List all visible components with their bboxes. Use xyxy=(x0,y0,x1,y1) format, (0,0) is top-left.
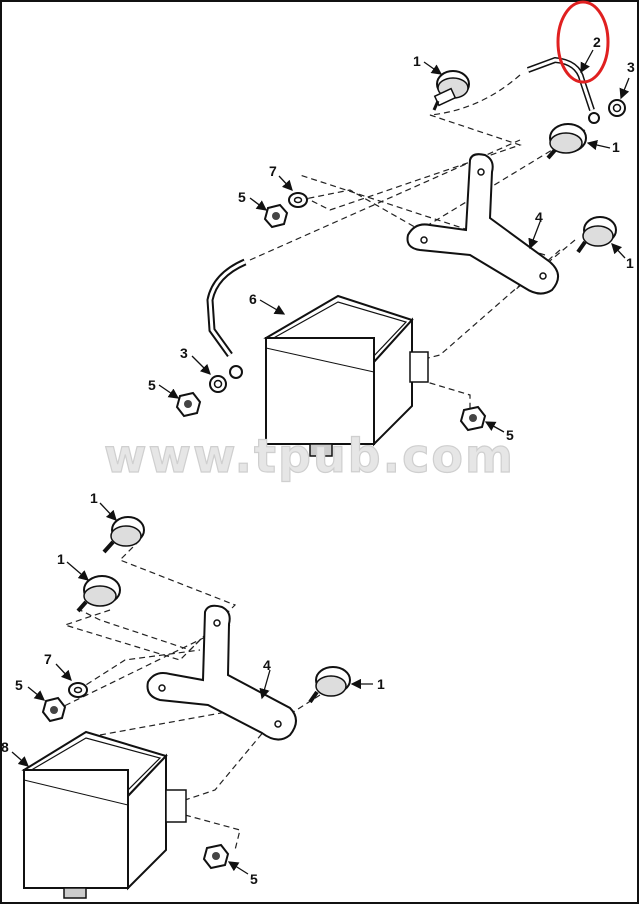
upper-callouts: 1 2 3 1 7 5 4 1 6 3 5 5 xyxy=(148,34,635,443)
callout-1-lower-right: 1 xyxy=(377,676,385,692)
callout-5-left: 5 xyxy=(148,377,156,393)
nut-5-bottom-right xyxy=(459,405,487,432)
t-bracket-4-upper xyxy=(406,153,559,295)
clamp-strap-left xyxy=(206,258,247,379)
callout-5-lower-left: 5 xyxy=(15,677,23,693)
lower-assembly: 1 1 7 5 4 1 8 5 xyxy=(1,490,385,899)
callout-1-right: 1 xyxy=(626,255,634,271)
nut-5-left xyxy=(175,391,202,418)
upper-assembly: 1 2 3 1 7 5 4 1 6 3 5 5 xyxy=(148,0,635,457)
nut-5-lower-right xyxy=(202,843,230,870)
callout-6: 6 xyxy=(249,291,257,307)
callout-4-lower: 4 xyxy=(263,657,271,673)
callout-4-upper: 4 xyxy=(535,209,543,225)
lock-washer-3-left xyxy=(209,375,227,393)
callout-1-top: 1 xyxy=(413,53,421,69)
callout-1-lower-second: 1 xyxy=(57,551,65,567)
nut-5-upper-left xyxy=(263,203,289,229)
callout-5-bottom-right: 5 xyxy=(506,427,514,443)
rubber-mount-1-lower-right xyxy=(308,666,351,704)
rubber-mount-1-lower-top xyxy=(102,516,145,554)
clamp-strap-top xyxy=(526,56,600,124)
flat-washer-7-upper xyxy=(288,192,308,208)
callout-3-top: 3 xyxy=(627,59,635,75)
rubber-mount-1-middle xyxy=(546,123,587,160)
highlight-circle-callout-2 xyxy=(556,0,610,84)
callout-7-upper: 7 xyxy=(269,163,277,179)
nut-5-lower-left xyxy=(41,696,67,723)
flat-washer-7-lower xyxy=(68,682,88,698)
callout-1-middle: 1 xyxy=(612,139,620,155)
callout-8: 8 xyxy=(1,739,9,755)
callout-3-left: 3 xyxy=(180,345,188,361)
rubber-mount-1-top xyxy=(432,70,470,111)
callout-7-lower: 7 xyxy=(44,651,52,667)
rubber-mount-1-lower-second xyxy=(76,575,121,613)
rubber-mount-1-right xyxy=(576,216,617,254)
callout-5-lower-right: 5 xyxy=(250,871,258,887)
t-bracket-4-lower xyxy=(146,604,297,741)
watermark-text: www.tpub.com xyxy=(104,429,515,483)
transformer-6 xyxy=(263,294,429,457)
lower-callouts: 1 1 7 5 4 1 8 5 xyxy=(1,490,385,887)
transformer-8 xyxy=(21,730,187,899)
callout-2: 2 xyxy=(593,34,601,50)
callout-5-upper: 5 xyxy=(238,189,246,205)
lock-washer-3-top xyxy=(608,99,626,117)
callout-1-lower-top: 1 xyxy=(90,490,98,506)
